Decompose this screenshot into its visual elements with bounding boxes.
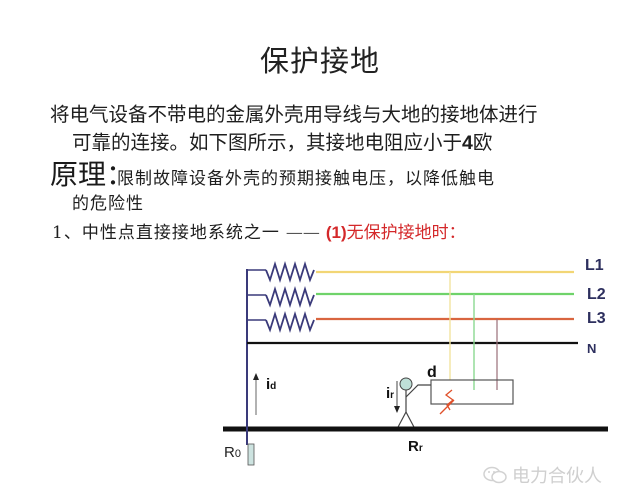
definition-line-1: 将电气设备不带电的金属外壳用导线与大地的接地体进行 xyxy=(50,103,538,126)
wechat-icon xyxy=(482,465,508,490)
body-resistance-symbol: R xyxy=(408,438,419,455)
resistance-unit: 欧 xyxy=(472,131,493,154)
current-ir-symbol: i xyxy=(386,385,391,402)
watermark: 电力合伙人 xyxy=(482,462,602,490)
person-head-icon xyxy=(399,377,413,391)
body-resistance-label: Rr xyxy=(408,438,423,455)
current-ir-label: ir xyxy=(386,385,394,402)
fault-point-label: d xyxy=(427,364,437,381)
current-id-arrow-icon xyxy=(253,373,259,380)
section-heading: 1、中性点直接接地系统之一—— (1)无保护接地时： xyxy=(52,218,466,243)
current-ir-arrow-icon xyxy=(394,406,400,413)
person-arm xyxy=(405,384,431,398)
winding-l3-icon xyxy=(265,310,315,334)
principle-text-line-2: 的危险性 xyxy=(72,194,144,214)
current-id-label: id xyxy=(266,376,276,393)
slide-title: 保护接地 xyxy=(259,44,380,78)
label-n: N xyxy=(587,341,597,356)
equipment-enclosure xyxy=(430,379,514,405)
definition-line-2: 可靠的连接。如下图所示，其接地电阻应小于4欧 xyxy=(72,126,492,155)
principle-heading: 原理： xyxy=(50,158,135,191)
current-id-symbol: i xyxy=(266,376,271,393)
body-resistance-subscript: r xyxy=(418,443,423,454)
ground-electrode xyxy=(247,443,255,466)
definition-text: 可靠的连接。如下图所示，其接地电阻应小于 xyxy=(72,131,463,154)
section-case-text: 无保护接地时： xyxy=(346,223,466,242)
winding-l2-icon xyxy=(265,285,315,309)
label-l2: L2 xyxy=(587,286,606,303)
section-case: (1)无保护接地时： xyxy=(326,223,466,242)
section-case-number: (1) xyxy=(325,223,347,242)
ground-resistance-label: R0 xyxy=(224,444,241,461)
section-label: 1、中性点直接接地系统之一 xyxy=(52,223,280,243)
winding-l1-icon xyxy=(265,260,315,284)
resistance-value: 4 xyxy=(462,132,473,154)
ground-resistance-symbol: R xyxy=(224,444,235,461)
current-id-subscript: d xyxy=(270,381,277,392)
current-ir-subscript: r xyxy=(390,390,395,401)
principle-text-line-1: 限制故障设备外壳的预期接触电压，以降低触电 xyxy=(117,169,495,189)
watermark-text: 电力合伙人 xyxy=(512,466,602,487)
ground-resistance-subscript: 0 xyxy=(234,448,241,460)
label-l3: L3 xyxy=(587,310,606,327)
label-l1: L1 xyxy=(585,257,604,274)
section-dash: —— xyxy=(285,223,320,243)
